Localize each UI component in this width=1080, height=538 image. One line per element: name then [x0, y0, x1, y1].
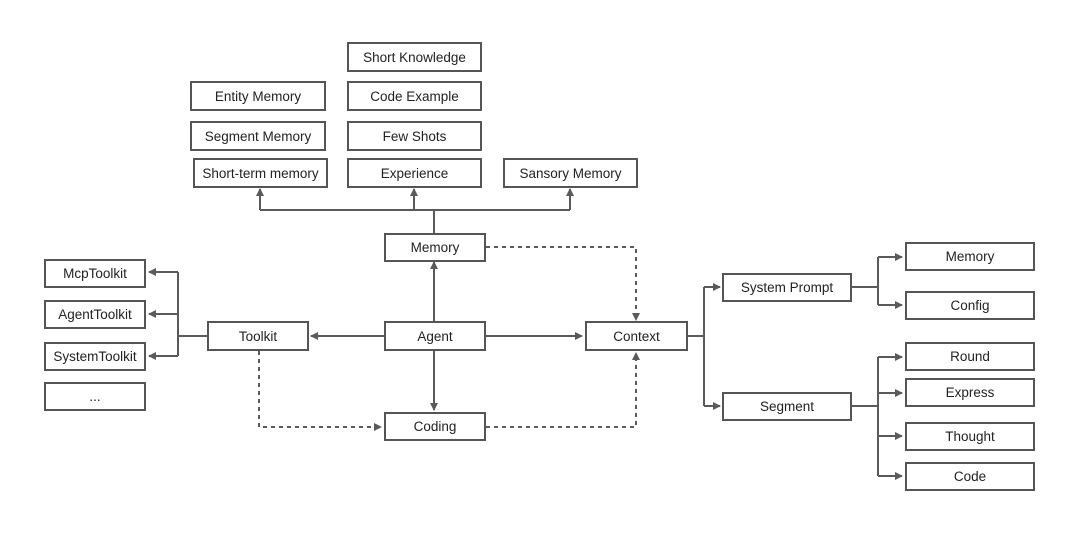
node-label: Segment — [759, 399, 815, 414]
node-label: Code Example — [370, 88, 459, 104]
node-label: AgentToolkit — [58, 307, 132, 322]
node-label: McpToolkit — [63, 266, 127, 281]
node-code: Code — [905, 462, 1035, 491]
node-label: Round — [950, 349, 990, 364]
node-memory: Memory — [384, 233, 486, 262]
node-label: ... — [89, 389, 101, 404]
node-label: Config — [950, 298, 990, 313]
node-system-toolkit: SystemToolkit — [44, 342, 146, 371]
dashed-toolkit-to-coding — [258, 351, 382, 431]
node-label: Short Knowledge — [363, 49, 466, 65]
node-round: Round — [905, 342, 1035, 371]
node-few-shots: Few Shots — [347, 121, 482, 151]
node-express: Express — [905, 378, 1035, 407]
node-label: Short-term memory — [202, 165, 319, 181]
node-thought: Thought — [905, 422, 1035, 451]
node-experience: Experience — [347, 158, 482, 188]
node-code-example: Code Example — [347, 81, 482, 111]
node-segment-memory: Segment Memory — [190, 121, 326, 151]
node-label: Segment Memory — [204, 128, 312, 144]
node-config: Config — [905, 291, 1035, 320]
node-sansory-memory: Sansory Memory — [503, 158, 638, 188]
node-label: Agent — [417, 328, 453, 344]
node-label: Sansory Memory — [519, 165, 622, 181]
node-short-term-memory: Short-term memory — [193, 158, 328, 188]
node-label: SystemToolkit — [53, 349, 137, 364]
node-mcp-toolkit: McpToolkit — [44, 259, 146, 288]
node-label: Context — [613, 328, 660, 344]
node-context: Context — [585, 321, 688, 351]
node-label: Entity Memory — [214, 88, 302, 104]
node-label: Memory — [410, 240, 460, 255]
node-agent-toolkit: AgentToolkit — [44, 300, 146, 329]
node-label: Experience — [380, 165, 449, 181]
node-ctx-memory: Memory — [905, 242, 1035, 271]
node-system-prompt: System Prompt — [722, 273, 852, 302]
node-label: Memory — [945, 249, 995, 264]
node-label: Few Shots — [382, 128, 447, 144]
dashed-memory-to-context — [486, 246, 640, 321]
node-label: Thought — [945, 429, 995, 444]
node-label: Express — [945, 385, 995, 400]
node-label: System Prompt — [740, 280, 834, 295]
node-coding: Coding — [384, 412, 486, 441]
node-label: Code — [953, 469, 987, 484]
node-toolkit: Toolkit — [207, 321, 309, 351]
node-short-knowledge: Short Knowledge — [347, 42, 482, 72]
node-ellipsis: ... — [44, 382, 146, 411]
node-label: Toolkit — [238, 328, 278, 344]
node-entity-memory: Entity Memory — [190, 81, 326, 111]
node-label: Coding — [413, 419, 457, 434]
node-agent: Agent — [384, 321, 486, 351]
dashed-coding-to-context — [486, 352, 640, 428]
node-segment: Segment — [722, 392, 852, 421]
